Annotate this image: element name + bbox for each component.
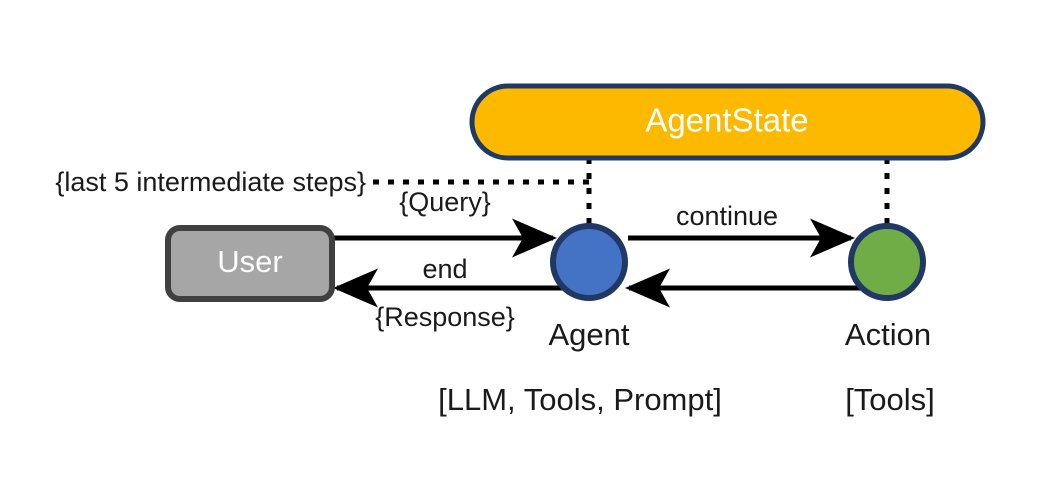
node-user[interactable]: User (165, 225, 335, 302)
node-agentstate[interactable]: AgentState (469, 83, 986, 161)
edge-label-response: {Response} (375, 302, 515, 332)
node-caption-agent: Agent (548, 317, 629, 352)
node-caption-action: Action (845, 317, 931, 352)
user-label: User (217, 244, 282, 279)
user-shape (165, 225, 335, 302)
edge-label-continue: continue (676, 201, 778, 231)
node-agent[interactable] (550, 223, 628, 301)
edge-label-query: {Query} (399, 187, 491, 217)
annotation-memory-note: {last 5 intermediate steps} (55, 167, 366, 197)
action-shape (848, 223, 926, 301)
node-subcaption-action: [Tools] (845, 382, 935, 417)
agent-shape (550, 223, 628, 301)
agentstate-shape (469, 83, 986, 161)
node-subcaption-agent: [LLM, Tools, Prompt] (438, 382, 722, 417)
agentstate-label: AgentState (645, 102, 808, 139)
node-action[interactable] (848, 223, 926, 301)
edge-label-end: end (422, 254, 467, 284)
